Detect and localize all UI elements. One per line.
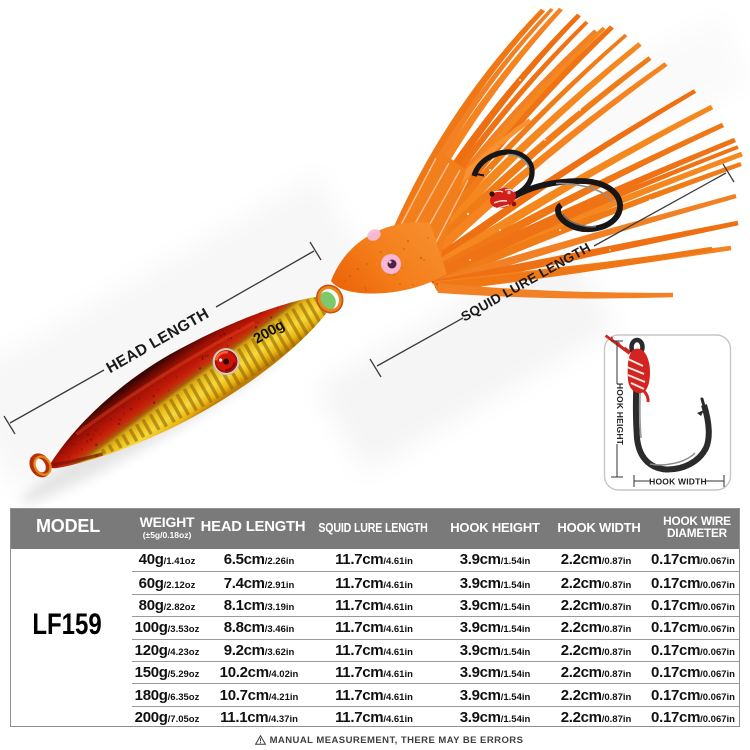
- svg-text:HOOK WIDTH: HOOK WIDTH: [649, 477, 707, 487]
- svg-text:HOOK HEIGHT: HOOK HEIGHT: [615, 383, 625, 446]
